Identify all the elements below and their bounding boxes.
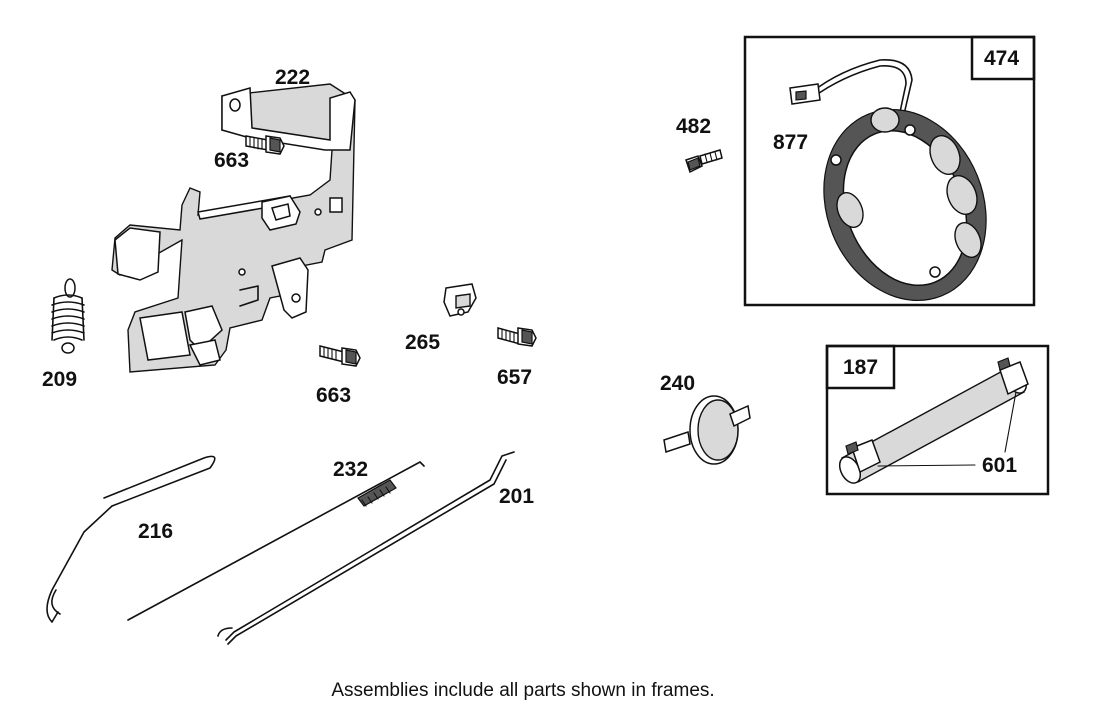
part-label-240: 240 <box>660 372 695 395</box>
part-label-201: 201 <box>499 485 534 508</box>
spring-209 <box>51 278 85 354</box>
part-label-209: 209 <box>42 368 77 391</box>
part-label-877: 877 <box>773 131 808 154</box>
diagram-caption: Assemblies include all parts shown in fr… <box>331 680 714 701</box>
link-rod-216 <box>46 455 216 623</box>
control-bracket <box>111 83 356 373</box>
assembly-frame-474 <box>743 35 1036 307</box>
part-label-663-lower: 663 <box>316 384 351 407</box>
part-label-222: 222 <box>275 66 310 89</box>
part-label-232: 232 <box>333 458 368 481</box>
part-label-482: 482 <box>676 115 711 138</box>
screw-657 <box>497 327 537 347</box>
link-rod-232 <box>127 461 425 621</box>
part-label-657: 657 <box>497 366 532 389</box>
fuel-filter-240 <box>663 395 751 465</box>
assembly-frame-187 <box>825 344 1050 496</box>
part-label-187: 187 <box>843 356 878 379</box>
part-label-216: 216 <box>138 520 173 543</box>
part-label-474: 474 <box>984 47 1019 70</box>
link-rod-201 <box>217 451 515 645</box>
part-label-265: 265 <box>405 331 440 354</box>
part-label-663-upper: 663 <box>214 149 249 172</box>
screw-482 <box>685 149 723 174</box>
screw-663-upper <box>245 135 285 155</box>
part-label-601: 601 <box>982 454 1017 477</box>
clip-265 <box>443 283 477 317</box>
screw-663-lower <box>319 345 361 367</box>
